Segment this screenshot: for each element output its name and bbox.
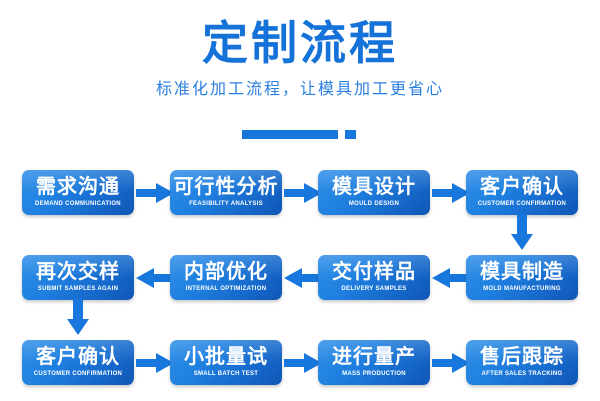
process-node[interactable]: 再次交样 SUBMIT SAMPLES AGAIN <box>22 255 134 300</box>
process-node[interactable]: 需求沟通 DEMAND COMMUNICATION <box>22 170 134 215</box>
node-label-en: MASS PRODUCTION <box>342 371 406 377</box>
arrow-right-icon <box>284 183 322 203</box>
node-label-cn: 小批量试 <box>184 346 268 368</box>
process-node[interactable]: 可行性分析 FEASIBILITY ANALYSIS <box>170 170 282 215</box>
node-label-cn: 模具设计 <box>332 176 416 198</box>
arrow-right-icon <box>284 353 322 373</box>
arrow-down-icon <box>511 214 533 250</box>
divider-bar <box>242 130 338 139</box>
arrow-down-icon <box>67 299 89 335</box>
node-label-en: MOLD MANUFACTURING <box>483 286 561 292</box>
header: 定制流程 标准化加工流程，让模具加工更省心 <box>0 0 600 100</box>
node-label-en: FEASIBILITY ANALYSIS <box>189 201 263 207</box>
node-label-cn: 可行性分析 <box>173 176 279 198</box>
node-label-cn: 交付样品 <box>332 261 416 283</box>
process-node[interactable]: 进行量产 MASS PRODUCTION <box>318 340 430 385</box>
arrow-right-icon <box>432 353 470 373</box>
node-label-en: INTERNAL OPTIMIZATION <box>185 286 267 292</box>
process-node[interactable]: 客户确认 CUSTOMER CONFIRMATION <box>466 170 578 215</box>
process-row-3: 客户确认 CUSTOMER CONFIRMATION 小批量试 SMALL BA… <box>0 340 600 386</box>
divider-dot <box>345 130 356 139</box>
node-label-en: DELIVERY SAMPLES <box>341 286 407 292</box>
node-label-cn: 客户确认 <box>36 346 120 368</box>
node-label-cn: 内部优化 <box>184 261 268 283</box>
node-label-cn: 需求沟通 <box>36 176 120 198</box>
page-title: 定制流程 <box>202 17 398 69</box>
arrow-right-icon <box>432 183 470 203</box>
node-label-en: DEMAND COMMUNICATION <box>35 201 121 207</box>
arrow-right-icon <box>136 183 174 203</box>
node-label-cn: 客户确认 <box>480 176 564 198</box>
node-label-en: SUBMIT SAMPLES AGAIN <box>37 286 119 292</box>
node-label-cn: 模具制造 <box>480 261 564 283</box>
node-label-en: SMALL BATCH TEST <box>193 371 259 377</box>
node-label-en: MOULD DESIGN <box>348 201 400 207</box>
process-node[interactable]: 交付样品 DELIVERY SAMPLES <box>318 255 430 300</box>
arrow-left-icon <box>432 268 470 288</box>
arrow-left-icon <box>284 268 322 288</box>
process-node[interactable]: 客户确认 CUSTOMER CONFIRMATION <box>22 340 134 385</box>
node-label-cn: 售后跟踪 <box>480 346 564 368</box>
process-node[interactable]: 内部优化 INTERNAL OPTIMIZATION <box>170 255 282 300</box>
process-node[interactable]: 小批量试 SMALL BATCH TEST <box>170 340 282 385</box>
process-node[interactable]: 售后跟踪 AFTER SALES TRACKING <box>466 340 578 385</box>
process-node[interactable]: 模具设计 MOULD DESIGN <box>318 170 430 215</box>
node-label-cn: 再次交样 <box>36 261 120 283</box>
node-label-cn: 进行量产 <box>332 346 416 368</box>
node-label-en: AFTER SALES TRACKING <box>481 371 563 377</box>
arrow-right-icon <box>136 353 174 373</box>
divider <box>0 129 600 141</box>
process-node[interactable]: 模具制造 MOLD MANUFACTURING <box>466 255 578 300</box>
process-row-2: 再次交样 SUBMIT SAMPLES AGAIN 内部优化 INTERNAL … <box>0 255 600 301</box>
node-label-en: CUSTOMER CONFIRMATION <box>477 201 567 207</box>
arrow-left-icon <box>136 268 174 288</box>
process-row-1: 需求沟通 DEMAND COMMUNICATION 可行性分析 FEASIBIL… <box>0 170 600 216</box>
page-subtitle: 标准化加工流程，让模具加工更省心 <box>155 81 444 98</box>
process-flow: 需求沟通 DEMAND COMMUNICATION 可行性分析 FEASIBIL… <box>0 158 600 401</box>
node-label-en: CUSTOMER CONFIRMATION <box>33 371 123 377</box>
